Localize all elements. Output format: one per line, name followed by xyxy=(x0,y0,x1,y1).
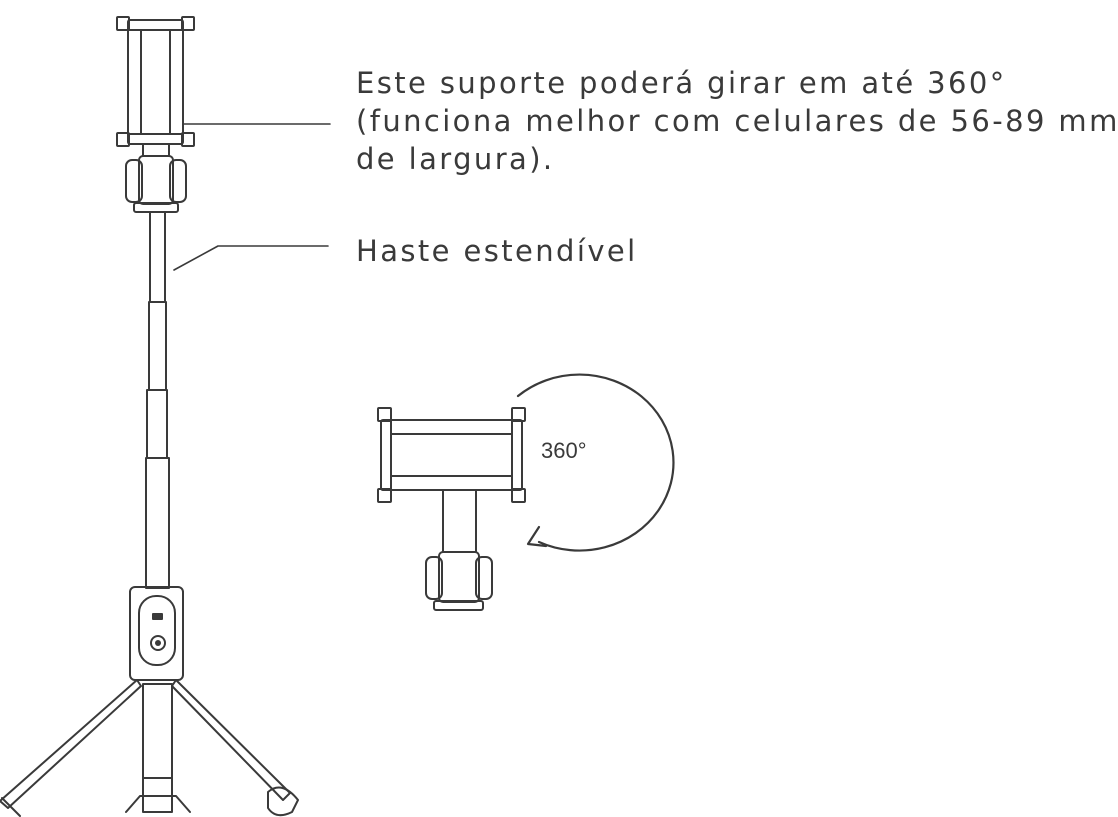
extendable-rod-callout: Haste estendível xyxy=(356,234,638,268)
rotation-arrow-icon xyxy=(516,373,675,552)
mount-callout-line-2: (funciona melhor com celulares de 56-89 … xyxy=(356,104,1118,138)
remote-handle xyxy=(129,586,184,681)
phone-clamp xyxy=(116,16,195,147)
rotated-clamp-detail xyxy=(377,407,526,611)
selfie-stick xyxy=(0,16,299,817)
mount-callout-line-1: Este suporte poderá girar em até 360° xyxy=(356,66,1007,100)
rod-leader-line xyxy=(173,245,329,271)
telescopic-rod xyxy=(145,211,170,589)
rotation-degree-label: 360° xyxy=(541,438,587,463)
mount-callout-line-3: de largura). xyxy=(356,142,555,176)
mount-rotation-callout: Este suporte poderá girar em até 360° (f… xyxy=(356,64,1118,178)
swivel-head xyxy=(125,143,187,213)
leader-lines xyxy=(173,123,331,271)
tripod-legs xyxy=(0,679,299,817)
